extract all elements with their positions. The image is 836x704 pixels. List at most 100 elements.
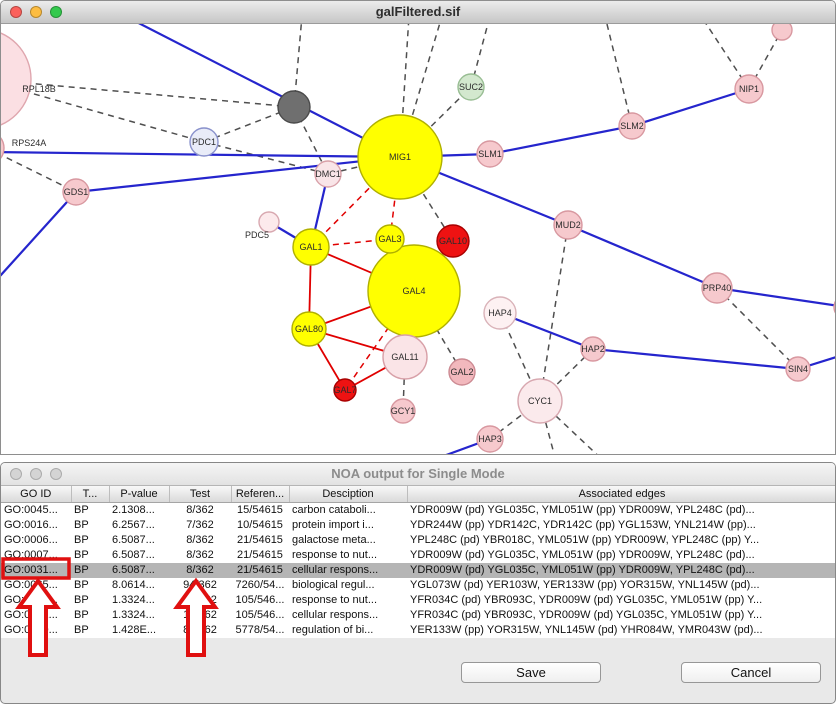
node-label-PDC1: PDC1 <box>192 137 216 147</box>
node-label-RPL18B: RPL18B <box>22 84 56 94</box>
table-cell: 1.428E... <box>112 624 157 636</box>
edge-A_L3-MIG1[interactable] <box>1 151 401 159</box>
cancel-button[interactable]: Cancel <box>681 662 821 683</box>
edge-GDS1-MIG1[interactable] <box>75 155 401 194</box>
node-GRAY1[interactable] <box>277 90 311 124</box>
node-DMC1[interactable] <box>314 160 342 188</box>
edge-GDS1-A_L2[interactable] <box>1 191 77 286</box>
edge-HAP2-SIN4[interactable] <box>592 347 799 371</box>
table-cell: cellular respons... <box>292 564 379 576</box>
column-header[interactable]: Test <box>169 486 232 503</box>
table-cell: YFR034C (pd) YBR093C, YDR009W (pd) YGL03… <box>410 609 763 621</box>
node-GCY1[interactable] <box>390 398 416 424</box>
table-cell: 5778/54... <box>235 624 285 636</box>
node-label-GAL4: GAL4 <box>402 286 425 296</box>
node-GAL10[interactable] <box>436 224 470 258</box>
zoom-button[interactable] <box>50 6 62 18</box>
table-cell: YDR009W (pd) YGL035C, YML051W (pp) YDR00… <box>410 549 755 561</box>
node-SUC2[interactable] <box>457 73 485 101</box>
table-cell: regulation of bi... <box>292 624 374 636</box>
column-header[interactable]: Desciption <box>289 486 408 503</box>
node-NIP1[interactable] <box>734 74 764 104</box>
close-button[interactable] <box>10 6 22 18</box>
noa-minimize-button[interactable] <box>30 468 42 480</box>
node-GAL2[interactable] <box>448 358 476 386</box>
node-GAL1[interactable] <box>292 228 330 266</box>
node-SIN4[interactable] <box>785 356 811 382</box>
table-cell: GO:0045... <box>4 504 58 516</box>
column-header[interactable]: Associated edges <box>407 486 835 503</box>
column-header[interactable]: Referen... <box>231 486 290 503</box>
node-MIG1[interactable] <box>357 114 443 200</box>
node-GAL3[interactable] <box>375 224 405 254</box>
table-cell: 6.5087... <box>112 564 155 576</box>
node-GAL80[interactable] <box>291 311 327 347</box>
edge-PRP40-REDGE[interactable] <box>716 286 836 307</box>
node-REDGE[interactable] <box>833 295 836 319</box>
table-cell: 8/362 <box>186 534 214 546</box>
node-label-DMC1: DMC1 <box>315 169 341 179</box>
table-cell: response to nut... <box>292 594 377 606</box>
graph-window-titlebar[interactable]: galFiltered.sif <box>1 1 835 24</box>
table-cell: 105/546... <box>235 594 285 606</box>
node-SLM2[interactable] <box>618 112 646 140</box>
noa-zoom-button[interactable] <box>50 468 62 480</box>
table-cell: BP <box>74 549 89 561</box>
edge-MUD2-PRP40[interactable] <box>567 223 718 290</box>
node-TRNODE[interactable] <box>771 24 793 41</box>
node-MUD2[interactable] <box>553 210 583 240</box>
noa-close-button[interactable] <box>10 468 22 480</box>
edge-SLM2-A_T6[interactable] <box>605 24 633 127</box>
column-header[interactable]: GO ID <box>1 486 72 503</box>
node-PRP40[interactable] <box>701 272 733 304</box>
network-canvas[interactable]: RPL18BRPS24AGDS1PDC1DMC1MIG1SUC2SLM1SLM2… <box>1 24 836 455</box>
edge-PRP40-SIN4[interactable] <box>716 287 799 370</box>
node-HAP4[interactable] <box>483 296 517 330</box>
edge-MUD2-CYC1[interactable] <box>539 224 569 402</box>
node-GAL7[interactable] <box>333 378 357 402</box>
table-cell: cellular respons... <box>292 609 379 621</box>
table-cell: BP <box>74 564 89 576</box>
node-label-SLM1: SLM1 <box>478 149 502 159</box>
node-RPL18B[interactable] <box>1 29 32 129</box>
edge-PDC1-DMC1[interactable] <box>203 141 329 175</box>
graph-window-title: galFiltered.sif <box>375 4 461 19</box>
save-button[interactable]: Save <box>461 662 601 683</box>
table-cell: 8/362 <box>186 504 214 516</box>
node-GDS1[interactable] <box>62 178 90 206</box>
table-cell: 15/54615 <box>237 504 283 516</box>
node-PDC1[interactable] <box>189 127 219 157</box>
table-cell: BP <box>74 624 89 636</box>
node-CYC1[interactable] <box>517 378 563 424</box>
node-label-GAL10: GAL10 <box>439 236 467 246</box>
node-GAL11[interactable] <box>382 334 428 380</box>
column-header[interactable]: T... <box>71 486 110 503</box>
column-header[interactable]: P-value <box>109 486 170 503</box>
node-RPS24A[interactable] <box>1 131 5 165</box>
edge-A_TL1-MIG1[interactable] <box>121 24 401 158</box>
noa-window-titlebar[interactable]: NOA output for Single Mode <box>1 463 835 486</box>
node-HAP3[interactable] <box>476 425 504 453</box>
node-label-MUD2: MUD2 <box>555 220 581 230</box>
minimize-button[interactable] <box>30 6 42 18</box>
table-cell: YDR009W (pd) YGL035C, YML051W (pp) YDR00… <box>410 564 755 576</box>
edge-SLM1-SLM2[interactable] <box>489 124 633 156</box>
edge-GAL4-GAL7[interactable] <box>344 290 415 391</box>
node-SLM1[interactable] <box>476 140 504 168</box>
node-PDC5[interactable] <box>258 211 280 233</box>
table-cell: GO:0065... <box>4 579 58 591</box>
edge-RPL18B-GRAY1[interactable] <box>1 79 295 108</box>
edge-SLM2-NIP1[interactable] <box>631 87 750 128</box>
node-HAP2[interactable] <box>580 336 606 362</box>
window-controls <box>10 6 62 18</box>
